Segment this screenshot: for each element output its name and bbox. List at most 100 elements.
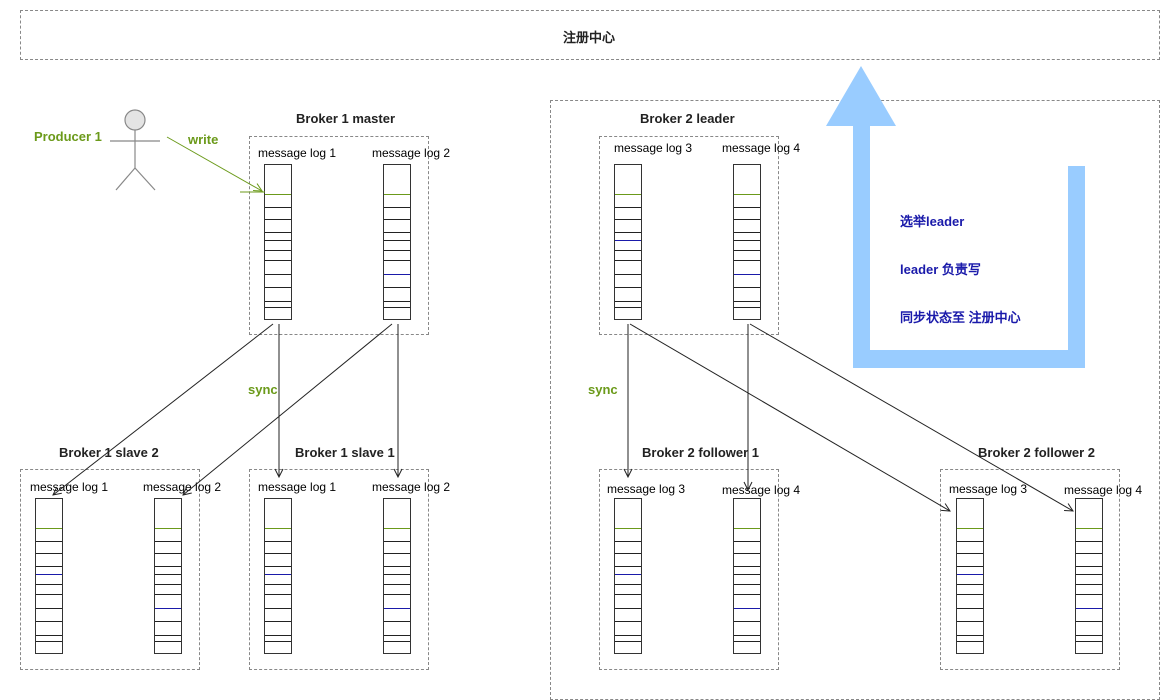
- state-sync-arrow-icon: [826, 66, 1085, 368]
- log-segment-line: [615, 594, 641, 595]
- log-segment-line: [734, 274, 760, 275]
- log-segment-line: [155, 528, 181, 529]
- log-segment-line: [155, 594, 181, 595]
- broker2-follower2-box: [940, 469, 1120, 670]
- log-segment-line: [615, 219, 641, 220]
- broker2-leader-log3-label: message log 3: [614, 141, 693, 155]
- log-segment-line: [36, 541, 62, 542]
- broker2-leader-title: Broker 2 leader: [640, 111, 735, 126]
- log-segment-line: [1076, 541, 1102, 542]
- log-segment-line: [265, 287, 291, 288]
- log-segment-line: [36, 528, 62, 529]
- election-note-3: 同步状态至 注册中心: [900, 310, 1021, 325]
- log-segment-line: [734, 594, 760, 595]
- log-segment-line: [155, 553, 181, 554]
- log-segment-line: [384, 250, 410, 251]
- broker1-slave1-log2: [383, 498, 411, 654]
- log-segment-line: [615, 584, 641, 585]
- log-segment-line: [384, 287, 410, 288]
- log-segment-line: [734, 621, 760, 622]
- log-segment-line: [615, 287, 641, 288]
- log-segment-line: [155, 621, 181, 622]
- broker1-slave2-log1-label: message log 1: [30, 480, 109, 494]
- broker2-leader-log4-label: message log 4: [722, 141, 801, 155]
- log-segment-line: [957, 621, 983, 622]
- log-segment-line: [615, 207, 641, 208]
- log-segment-line: [957, 635, 983, 636]
- log-segment-line: [265, 301, 291, 302]
- log-segment-line: [1076, 574, 1102, 575]
- log-segment-line: [36, 635, 62, 636]
- log-segment-line: [1076, 528, 1102, 529]
- log-segment-line: [155, 566, 181, 567]
- broker1-slave1-title: Broker 1 slave 1: [295, 445, 395, 460]
- broker1-master-log1-label: message log 1: [258, 146, 337, 160]
- log-segment-line: [384, 194, 410, 195]
- log-segment-line: [384, 541, 410, 542]
- broker2-follower1-log3-label: message log 3: [607, 482, 686, 496]
- log-segment-line: [615, 621, 641, 622]
- log-segment-line: [734, 541, 760, 542]
- log-segment-line: [265, 594, 291, 595]
- log-segment-line: [384, 307, 410, 308]
- log-segment-line: [615, 574, 641, 575]
- log-segment-line: [384, 594, 410, 595]
- election-note-1: 选举leader: [900, 214, 965, 229]
- log-segment-line: [384, 232, 410, 233]
- log-segment-line: [734, 635, 760, 636]
- log-segment-line: [957, 594, 983, 595]
- log-segment-line: [155, 608, 181, 609]
- producer-label: Producer 1: [34, 129, 102, 144]
- log-segment-line: [384, 566, 410, 567]
- log-segment-line: [265, 608, 291, 609]
- broker1-slave2-log2: [154, 498, 182, 654]
- log-segment-line: [734, 584, 760, 585]
- sync-arrow-m2-to-slave2: [183, 323, 393, 495]
- broker2-follower1-title: Broker 2 follower 1: [642, 445, 760, 460]
- log-segment-line: [36, 553, 62, 554]
- log-segment-line: [384, 635, 410, 636]
- log-segment-line: [384, 553, 410, 554]
- broker2-follower2-log3-label: message log 3: [949, 482, 1028, 496]
- write-arrow: [166, 136, 265, 193]
- log-segment-line: [1076, 553, 1102, 554]
- log-segment-line: [384, 608, 410, 609]
- log-segment-line: [384, 274, 410, 275]
- log-segment-line: [265, 207, 291, 208]
- log-segment-line: [615, 307, 641, 308]
- broker2-follower1-box: [599, 469, 779, 670]
- log-segment-line: [734, 608, 760, 609]
- log-segment-line: [155, 584, 181, 585]
- log-segment-line: [384, 574, 410, 575]
- producer-person-icon: [110, 109, 160, 191]
- log-segment-line: [734, 194, 760, 195]
- log-segment-line: [265, 584, 291, 585]
- log-segment-line: [615, 250, 641, 251]
- log-segment-line: [36, 566, 62, 567]
- log-segment-line: [734, 260, 760, 261]
- log-segment-line: [957, 641, 983, 642]
- log-segment-line: [36, 594, 62, 595]
- log-segment-line: [265, 250, 291, 251]
- log-segment-line: [957, 574, 983, 575]
- log-segment-line: [734, 240, 760, 241]
- log-segment-line: [265, 566, 291, 567]
- broker1-slave2-log2-label: message log 2: [143, 480, 222, 494]
- log-segment-line: [384, 528, 410, 529]
- log-segment-line: [265, 194, 291, 195]
- log-segment-line: [384, 641, 410, 642]
- log-segment-line: [155, 635, 181, 636]
- broker1-master-log1: [264, 164, 292, 320]
- log-segment-line: [265, 553, 291, 554]
- log-segment-line: [734, 219, 760, 220]
- log-segment-line: [265, 641, 291, 642]
- log-segment-line: [615, 194, 641, 195]
- log-segment-line: [384, 207, 410, 208]
- broker2-follower2-log3: [956, 498, 984, 654]
- sync-arrow-l3-to-f2: [629, 323, 950, 511]
- log-segment-line: [265, 621, 291, 622]
- log-segment-line: [265, 635, 291, 636]
- log-segment-line: [1076, 594, 1102, 595]
- log-segment-line: [155, 541, 181, 542]
